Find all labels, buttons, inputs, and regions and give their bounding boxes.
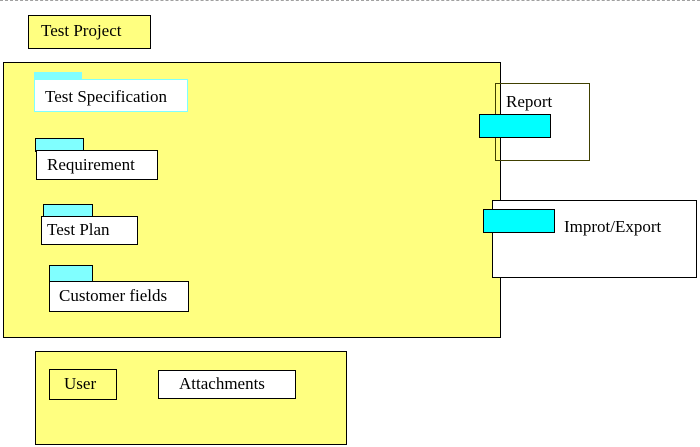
test-specification-label: Test Specification bbox=[45, 87, 168, 106]
attachments-box[interactable]: Attachments bbox=[158, 370, 296, 399]
report-tab bbox=[479, 114, 551, 138]
user-box[interactable]: User bbox=[49, 369, 117, 400]
test-project-box[interactable]: Test Project bbox=[28, 15, 151, 49]
attachments-label: Attachments bbox=[179, 374, 265, 393]
top-dashed-border bbox=[0, 0, 700, 1]
customer-fields-label: Customer fields bbox=[59, 286, 168, 305]
requirement-label: Requirement bbox=[47, 155, 135, 174]
customer-fields-box[interactable]: Customer fields bbox=[49, 281, 189, 312]
import-export-label: Improt/Export bbox=[564, 217, 662, 236]
test-plan-label: Test Plan bbox=[47, 220, 110, 239]
import-export-tab bbox=[483, 209, 555, 233]
test-specification-box[interactable]: Test Specification bbox=[34, 79, 188, 112]
test-project-label: Test Project bbox=[41, 21, 122, 40]
user-label: User bbox=[64, 374, 97, 393]
requirement-box[interactable]: Requirement bbox=[36, 150, 158, 180]
test-plan-box[interactable]: Test Plan bbox=[41, 216, 138, 245]
report-label: Report bbox=[506, 92, 553, 111]
